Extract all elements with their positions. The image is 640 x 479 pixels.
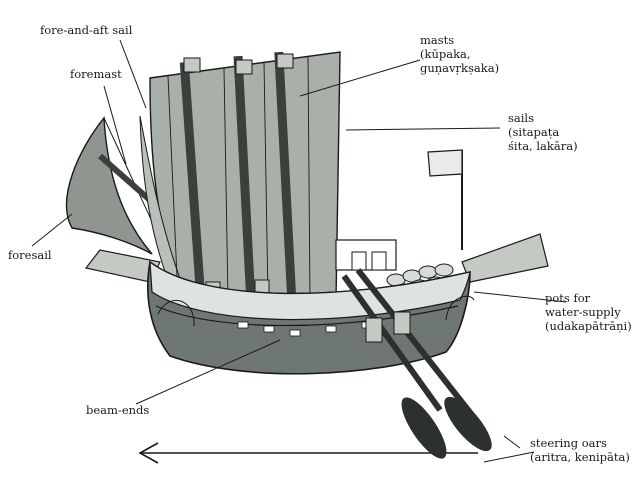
label-text: (sitapaṭa [508,125,560,139]
label-text: guṇavṛkṣaka) [420,61,500,75]
steering-oars [341,268,492,459]
label-sails: sails (sitapaṭa śita, lakāra) [508,111,578,153]
leader-lines [31,39,567,463]
label-text: foremast [70,67,122,81]
label-foremast: foremast [70,67,122,81]
label-foresail: foresail [8,248,52,262]
masts [179,51,297,301]
direction-arrow [138,442,478,464]
label-text: beam-ends [86,403,150,417]
label-text: foresail [8,248,52,262]
label-text: (aritra, kenipāta) [530,450,630,464]
label-text: (kūpaka, [420,47,471,61]
label-text: pots for [545,291,591,305]
bow-spar [84,249,161,283]
label-text: sails [508,111,535,125]
deck-cabin [335,239,397,271]
label-text: (udakapātrāṇi) [545,319,632,333]
label-text: masts [420,33,455,47]
label-pots-for-water-supply: pots for water-supply (udakapātrāṇi) [545,291,632,333]
label-text: fore-and-aft sail [40,23,133,37]
label-text: śita, lakāra) [508,139,578,153]
label-fore-and-aft-sail: fore-and-aft sail [40,23,132,37]
flag [427,149,463,250]
stern-spar [461,233,549,283]
label-text: water-supply [545,305,621,319]
label-steering-oars: steering oars (aritra, kenipāta) [530,436,630,464]
label-text: steering oars [530,436,607,450]
label-masts: masts (kūpaka, guṇavṛkṣaka) [420,33,499,75]
label-beam-ends: beam-ends [86,403,149,417]
hull [147,260,475,375]
